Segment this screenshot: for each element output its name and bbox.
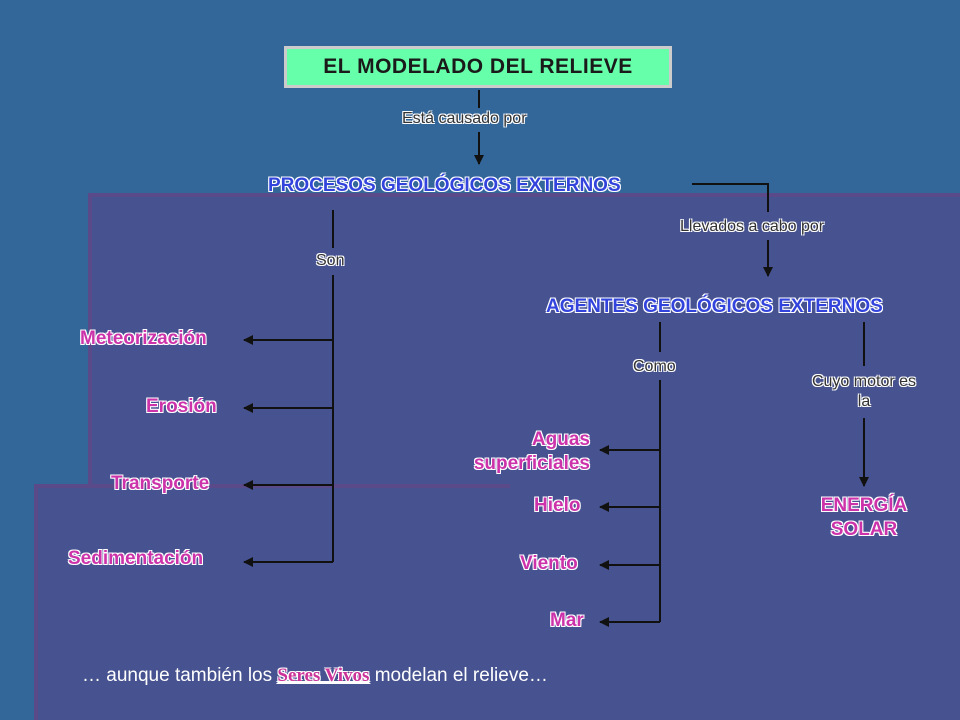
background-panel — [34, 484, 960, 720]
agentes-heading: AGENTES GEOLÓGICOS EXTERNOS — [546, 296, 883, 317]
footer-suffix: modelan el relieve… — [369, 665, 548, 686]
process-item: Transporte — [111, 473, 210, 494]
procesos-heading: PROCESOS GEOLÓGICOS EXTERNOS — [268, 175, 621, 196]
agent-item: Viento — [520, 553, 578, 574]
diagram-title: EL MODELADO DEL RELIEVE — [284, 46, 672, 88]
agent-item: Hielo — [534, 495, 581, 516]
agent-item: Mar — [550, 610, 584, 631]
footer-note: … aunque también los Seres Vivos modelan… — [82, 665, 548, 687]
arrow-line — [692, 183, 769, 212]
energia-solar-node: ENERGÍA SOLAR — [820, 495, 908, 540]
connector-label-como: Como — [633, 358, 676, 375]
connector-label-cuyo-motor: Cuyo motor es la — [811, 373, 917, 410]
agent-item: Aguas superficiales — [473, 429, 590, 474]
process-item: Meteorización — [80, 328, 207, 349]
footer-prefix: … aunque también los — [82, 665, 278, 686]
connector-label-son: Son — [316, 252, 345, 269]
footer-emphasis: Seres Vivos — [277, 665, 370, 686]
process-item: Erosión — [146, 396, 217, 417]
connector-label-llevados: Llevados a cabo por — [680, 218, 825, 235]
background-panel — [88, 193, 960, 493]
process-item: Sedimentación — [68, 548, 204, 569]
background-panel — [510, 484, 960, 496]
connector-label-causado: Está causado por — [402, 110, 527, 127]
